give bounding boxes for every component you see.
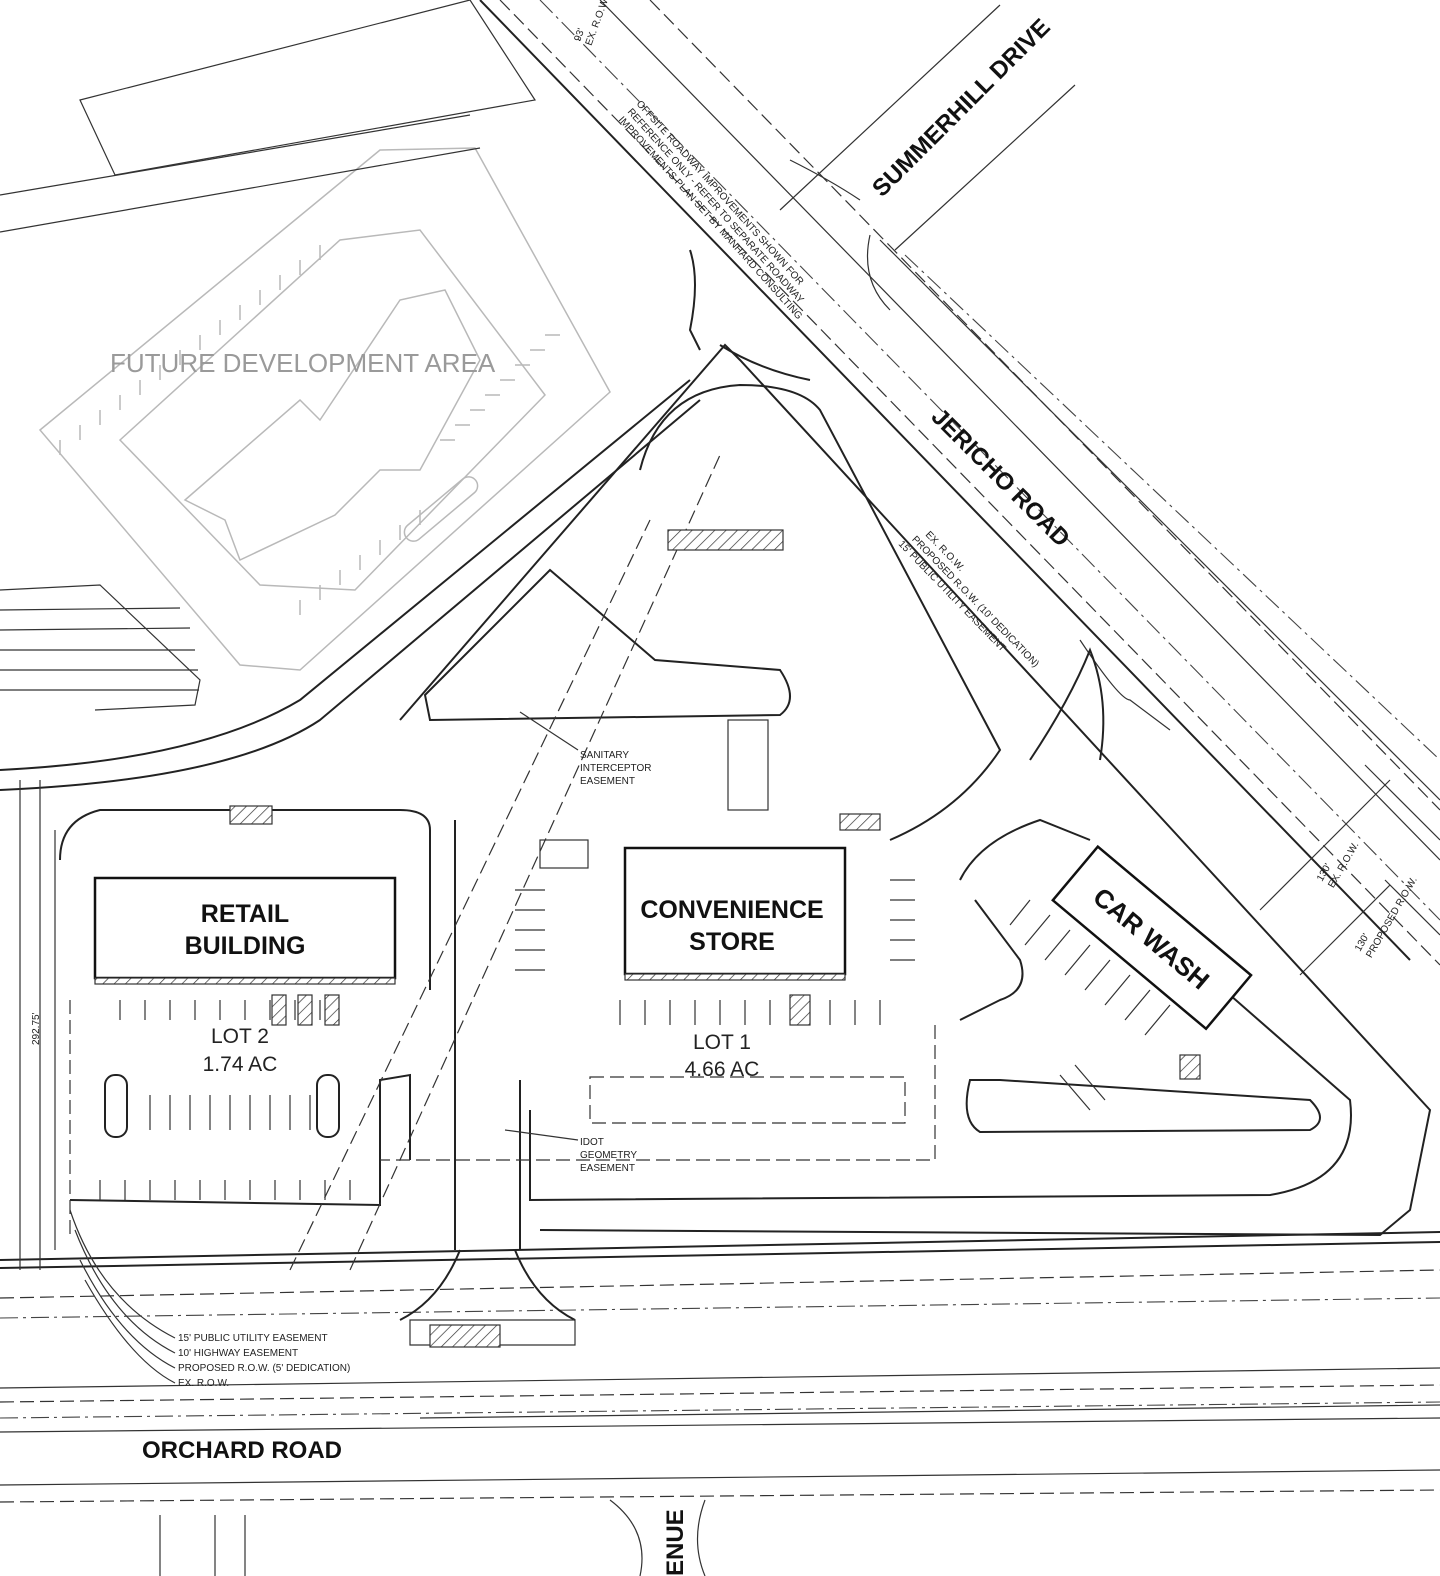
retail-building-label-2: BUILDING xyxy=(185,932,306,960)
orchard-ex-row: EX. R.O.W. xyxy=(178,1378,229,1389)
canopy xyxy=(667,529,784,551)
sanitary-line2: INTERCEPTOR xyxy=(580,763,652,774)
venue-street-label: ENUE xyxy=(662,1509,689,1576)
orchard-pue: 15' PUBLIC UTILITY EASEMENT xyxy=(178,1333,328,1344)
neighbor-property xyxy=(0,0,536,711)
convenience-store: CONVENIENCE STORE xyxy=(623,846,847,981)
orchard-hwy: 10' HIGHWAY EASEMENT xyxy=(178,1348,298,1359)
car-wash: CAR WASH xyxy=(1051,844,1253,1031)
lot2-area: 1.74 AC xyxy=(203,1053,278,1076)
row130-ex-label: EX. R.O.W. xyxy=(1326,840,1361,890)
idot-line2: GEOMETRY xyxy=(580,1150,637,1161)
summerhill-drive-label: SUMMERHILL DRIVE xyxy=(867,14,1055,202)
lot2-name: LOT 2 xyxy=(211,1025,269,1048)
jericho-prop-row: PROPOSED R.O.W. (10' DEDICATION) xyxy=(909,534,1040,670)
orchard-road-corridor xyxy=(0,1231,1440,1576)
jericho-road-label: JERICHO ROAD xyxy=(926,403,1075,552)
row130-ex-note: 130' EX. R.O.W. xyxy=(1315,840,1361,890)
offsite-note-line3: IMPROVEMENTS PLAN SET BY MANHARD CONSULT… xyxy=(616,115,804,322)
sanitary-line1: SANITARY xyxy=(580,750,629,761)
orchard-prop-row: PROPOSED R.O.W. (5' DEDICATION) xyxy=(178,1363,350,1374)
orchard-road-label: ORCHARD ROAD xyxy=(142,1437,342,1464)
idot-note: IDOT GEOMETRY EASEMENT xyxy=(504,1129,637,1174)
retail-building-label-1: RETAIL xyxy=(201,900,289,928)
offsite-note: OFFSITE ROADWAY IMPROVEMENTS SHOWN FOR R… xyxy=(616,99,806,322)
idot-line3: EASEMENT xyxy=(580,1163,635,1174)
site-layout xyxy=(0,343,1432,1348)
convenience-store-label-2: STORE xyxy=(689,928,775,956)
sanitary-note: SANITARY INTERCEPTOR EASEMENT xyxy=(519,711,652,787)
lot1-area: 4.66 AC xyxy=(685,1058,760,1081)
offsite-note-line1: OFFSITE ROADWAY IMPROVEMENTS SHOWN FOR xyxy=(634,99,806,288)
sanitary-line3: EASEMENT xyxy=(580,776,635,787)
future-development-label: FUTURE DEVELOPMENT AREA xyxy=(110,348,496,378)
offsite-note-line2: REFERENCE ONLY - REFER TO SEPARATE ROADW… xyxy=(625,107,806,306)
convenience-store-label-1: CONVENIENCE xyxy=(640,896,823,924)
idot-line1: IDOT xyxy=(580,1137,604,1148)
jericho-road-corridor xyxy=(479,0,1440,976)
orchard-row-notes: 15' PUBLIC UTILITY EASEMENT 10' HIGHWAY … xyxy=(69,1209,350,1389)
retail-building: RETAIL BUILDING xyxy=(93,876,397,985)
ex-row-93-value: 93' xyxy=(572,27,587,43)
jericho-row-notes: EX. R.O.W. PROPOSED R.O.W. (10' DEDICATI… xyxy=(896,529,1041,670)
ex-row-93-note: 93' EX. R.O.W. xyxy=(572,0,611,47)
dimension-label: 292.75' xyxy=(31,1012,42,1045)
lot1-name: LOT 1 xyxy=(693,1031,751,1054)
future-development-area xyxy=(38,147,611,671)
ex-row-93-label: EX. R.O.W. xyxy=(584,0,612,47)
row130-prop-note: 130' PROPOSED R.O.W. xyxy=(1353,875,1420,960)
